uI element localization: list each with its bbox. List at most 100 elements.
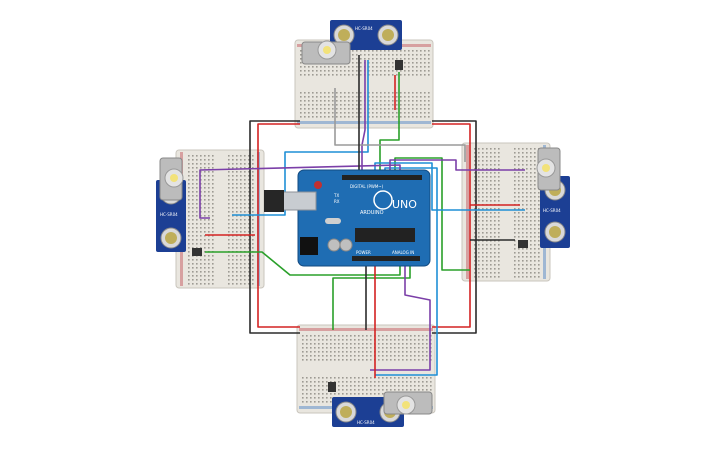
breadboard-hole: [192, 195, 194, 197]
breadboard-hole: [490, 188, 492, 190]
breadboard-hole: [408, 74, 410, 76]
servo-motor-icon[interactable]: [301, 40, 351, 65]
breadboard-hole: [308, 66, 310, 68]
servo-motor-icon[interactable]: [383, 391, 433, 415]
breadboard-hole: [494, 232, 496, 234]
breadboard-hole: [312, 96, 314, 98]
breadboard-hole: [482, 228, 484, 230]
breadboard-hole: [244, 267, 246, 269]
servo-motor-icon[interactable]: [159, 157, 184, 201]
breadboard-hole: [378, 393, 380, 395]
breadboard-hole: [518, 248, 520, 250]
breadboard-hole: [478, 188, 480, 190]
breadboard-hole: [486, 252, 488, 254]
breadboard-hole: [240, 183, 242, 185]
breadboard-hole: [384, 108, 386, 110]
breadboard-hole: [344, 92, 346, 94]
breadboard-hole: [412, 62, 414, 64]
breadboard-hole: [354, 335, 356, 337]
breadboard-hole: [406, 351, 408, 353]
breadboard-hole: [236, 271, 238, 273]
breadboard-hole: [208, 255, 210, 257]
capacitor: [339, 238, 353, 252]
breadboard-hole: [378, 355, 380, 357]
breadboard-hole: [204, 187, 206, 189]
breadboard-hole: [316, 116, 318, 118]
breadboard-hole: [336, 66, 338, 68]
breadboard-hole: [358, 381, 360, 383]
breadboard-hole: [498, 192, 500, 194]
breadboard-hole: [534, 268, 536, 270]
breadboard-hole: [380, 62, 382, 64]
breadboard-hole: [236, 275, 238, 277]
breadboard-hole: [344, 100, 346, 102]
breadboard-hole: [486, 192, 488, 194]
breadboard-hole: [534, 240, 536, 242]
breadboard-hole: [196, 271, 198, 273]
breadboard-hole: [394, 377, 396, 379]
breadboard-hole: [326, 381, 328, 383]
breadboard-hole: [208, 171, 210, 173]
breadboard-hole: [332, 92, 334, 94]
breadboard-hole: [188, 155, 190, 157]
breadboard-hole: [320, 108, 322, 110]
breadboard-hole: [188, 175, 190, 177]
breadboard-hole: [208, 163, 210, 165]
breadboard-hole: [342, 393, 344, 395]
breadboard-hole: [474, 260, 476, 262]
breadboard-hole: [340, 66, 342, 68]
breadboard-hole: [534, 192, 536, 194]
breadboard-hole: [402, 381, 404, 383]
breadboard-hole: [390, 385, 392, 387]
breadboard-hole: [416, 116, 418, 118]
breadboard-hole: [352, 50, 354, 52]
breadboard-hole: [478, 260, 480, 262]
breadboard-hole: [352, 74, 354, 76]
breadboard-hole: [416, 108, 418, 110]
breadboard-hole: [498, 172, 500, 174]
breadboard-hole: [534, 264, 536, 266]
arduino-uno-board[interactable]: UNO ARDUINO DIGITAL (PWM~) POWER ANALOG …: [264, 169, 431, 267]
breadboard-hole: [534, 152, 536, 154]
breadboard-hole: [244, 231, 246, 233]
breadboard-hole: [346, 335, 348, 337]
breadboard-hole: [346, 343, 348, 345]
servo-motor-icon[interactable]: [536, 147, 561, 191]
breadboard-hole: [494, 208, 496, 210]
breadboard-hole: [310, 381, 312, 383]
breadboard-hole: [384, 74, 386, 76]
breadboard-hole: [486, 152, 488, 154]
reset-button[interactable]: [314, 181, 322, 189]
analog-pins-label: ANALOG IN: [392, 250, 414, 255]
breadboard-hole: [192, 247, 194, 249]
breadboard-hole: [188, 187, 190, 189]
breadboard-hole: [244, 247, 246, 249]
breadboard-hole: [334, 335, 336, 337]
breadboard-hole: [236, 263, 238, 265]
breadboard-hole: [196, 211, 198, 213]
breadboard-hole: [474, 212, 476, 214]
breadboard-hole: [228, 179, 230, 181]
breadboard-hole: [400, 70, 402, 72]
breadboard-hole: [248, 231, 250, 233]
breadboard-hole: [248, 159, 250, 161]
breadboard-hole: [404, 92, 406, 94]
breadboard-hole: [228, 167, 230, 169]
breadboard-hole: [398, 381, 400, 383]
breadboard-hole: [372, 96, 374, 98]
breadboard-hole: [228, 163, 230, 165]
breadboard-hole: [424, 66, 426, 68]
breadboard-hole: [188, 211, 190, 213]
breadboard-hole: [412, 74, 414, 76]
breadboard-hole: [342, 385, 344, 387]
breadboard-hole: [428, 96, 430, 98]
breadboard-hole: [380, 54, 382, 56]
breadboard-hole: [486, 260, 488, 262]
breadboard-hole: [248, 263, 250, 265]
breadboard-hole: [304, 74, 306, 76]
arduino-logo-icon: [373, 190, 393, 210]
breadboard-hole: [538, 192, 540, 194]
breadboard-hole: [232, 175, 234, 177]
breadboard-hole: [196, 239, 198, 241]
breadboard-hole: [398, 377, 400, 379]
